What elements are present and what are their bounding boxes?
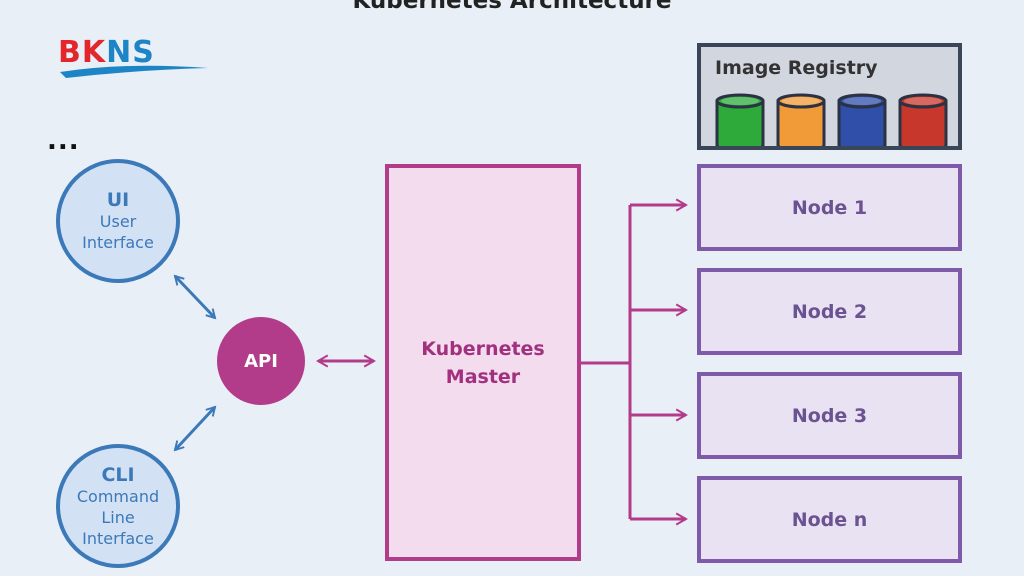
ui-client-circle: UI User Interface xyxy=(56,159,180,283)
node-1-box: Node 1 xyxy=(697,164,962,251)
master-line-2: Master xyxy=(445,365,521,388)
logo-letter: S xyxy=(132,35,155,70)
cli-client-circle: CLI Command Line Interface xyxy=(56,444,180,568)
registry-image-cylinder xyxy=(776,93,826,146)
bkns-logo: BKNS xyxy=(58,35,208,78)
registry-images xyxy=(715,93,948,146)
ui-api-arrow xyxy=(173,274,217,320)
registry-image-cylinder xyxy=(837,93,887,146)
logo-letter: B xyxy=(58,35,82,70)
logo-swoosh xyxy=(60,65,208,78)
node-2-box: Node 2 xyxy=(697,268,962,355)
node-n-box: Node n xyxy=(697,476,962,563)
image-registry-box: Image Registry xyxy=(697,43,962,150)
image-registry-label: Image Registry xyxy=(715,57,878,79)
cli-line-2: Line xyxy=(101,507,135,527)
api-circle: API xyxy=(217,317,305,405)
cli-title: CLI xyxy=(101,463,135,486)
cli-api-arrow xyxy=(173,405,217,452)
master-line-1: Kubernetes xyxy=(421,337,545,360)
svg-text:BKNS: BKNS xyxy=(58,35,155,70)
logo-letter: N xyxy=(106,35,132,70)
registry-image-cylinder xyxy=(715,93,765,146)
ellipsis-left: ... xyxy=(47,126,80,156)
ui-line-2: Interface xyxy=(82,233,154,252)
logo-letter: K xyxy=(82,35,107,70)
cli-line-3: Interface xyxy=(82,528,154,548)
ui-title: UI xyxy=(106,189,130,211)
node-3-box: Node 3 xyxy=(697,372,962,459)
registry-image-cylinder xyxy=(898,93,948,146)
ui-line-1: User xyxy=(99,212,137,231)
diagram-title: Kubernetes Architecture xyxy=(352,0,672,14)
kubernetes-master-box: Kubernetes Master xyxy=(385,164,581,561)
cli-line-1: Command xyxy=(76,486,160,506)
